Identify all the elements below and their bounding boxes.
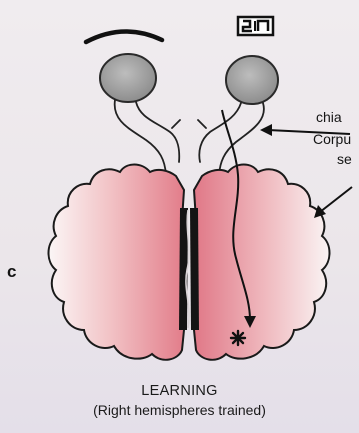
left-hemisphere [49, 165, 185, 360]
right-eye [226, 56, 278, 104]
sectioned-label: se [337, 152, 352, 166]
corpus-pointer-arrow [314, 187, 352, 218]
caption: LEARNING (Right hemispheres trained) [0, 383, 359, 418]
learning-site-asterisk-icon [231, 331, 245, 345]
left-eye [100, 54, 156, 102]
caption-title: LEARNING [0, 383, 359, 399]
eye-occluder [86, 31, 162, 42]
panel-letter: c [7, 263, 16, 280]
chiasma-label: chia [316, 110, 342, 124]
caption-subtitle: (Right hemispheres trained) [0, 402, 359, 418]
corpus-callosum-cut [179, 208, 199, 330]
stimulus-symbol-icon [238, 17, 273, 35]
right-hemisphere [194, 165, 330, 360]
corpus-label: Corpu [313, 132, 351, 146]
